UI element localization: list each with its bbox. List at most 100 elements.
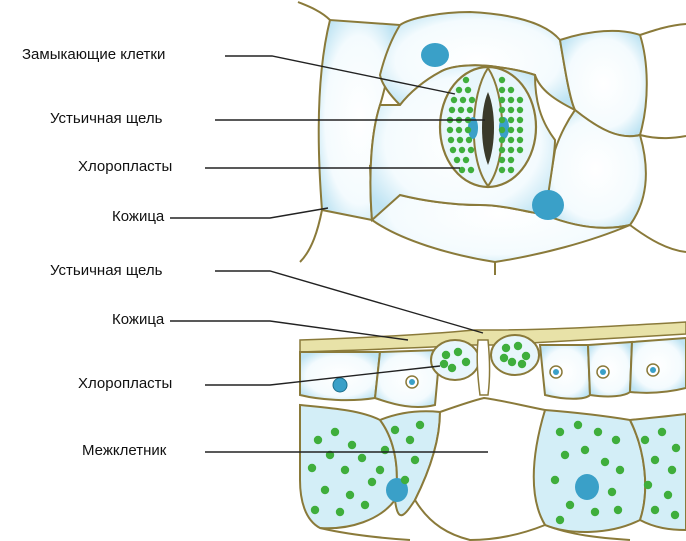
chloroplast <box>340 465 350 475</box>
chloroplast <box>600 457 610 467</box>
chloroplast <box>498 156 506 164</box>
chloroplast <box>447 136 455 144</box>
label-stomatal-slit-bottom: Устьичная щель <box>50 262 163 279</box>
leader-epidermis-bottom <box>170 320 409 341</box>
chloroplast <box>667 465 677 475</box>
chloroplast <box>593 427 603 437</box>
chloroplast <box>400 475 410 485</box>
chloroplast <box>516 96 524 104</box>
chloroplast <box>464 126 472 134</box>
chloroplast <box>467 146 475 154</box>
chloroplast <box>458 166 466 174</box>
chloroplast <box>607 487 617 497</box>
leader-epidermis-top <box>170 207 329 219</box>
nucleus <box>532 190 564 220</box>
chloroplast <box>517 359 527 369</box>
chloroplast <box>453 156 461 164</box>
chloroplast <box>643 480 653 490</box>
chloroplast <box>498 96 506 104</box>
chloroplast <box>458 146 466 154</box>
chloroplast <box>507 136 515 144</box>
stomatal-slit-top <box>482 92 494 165</box>
chloroplast <box>521 351 531 361</box>
chloroplast <box>573 420 583 430</box>
chloroplast <box>565 500 575 510</box>
chloroplast <box>335 507 345 517</box>
chloroplast <box>498 76 506 84</box>
chloroplast <box>360 500 370 510</box>
chloroplast <box>467 166 475 174</box>
chloroplast <box>325 450 335 460</box>
leader-chloroplasts-bottom <box>205 365 441 386</box>
intercellular-space <box>413 396 547 541</box>
label-stomatal-slit-top: Устьичная щель <box>50 110 163 127</box>
epidermis-cell-right-top <box>558 29 648 138</box>
chloroplast <box>357 453 367 463</box>
chloroplast <box>405 435 415 445</box>
chloroplast <box>447 363 457 373</box>
chloroplast <box>498 166 506 174</box>
chloroplast <box>516 146 524 154</box>
label-epidermis-bottom: Кожица <box>112 311 165 328</box>
chloroplast <box>516 136 524 144</box>
chloroplast <box>555 427 565 437</box>
chloroplast <box>459 96 467 104</box>
chloroplast <box>516 106 524 114</box>
chloroplast <box>650 505 660 515</box>
chloroplast <box>507 357 517 367</box>
chloroplast <box>580 445 590 455</box>
chloroplast <box>453 347 463 357</box>
chloroplast <box>390 425 400 435</box>
chloroplast <box>367 477 377 487</box>
chloroplast <box>507 126 515 134</box>
chloroplast <box>415 420 425 430</box>
chloroplast <box>498 146 506 154</box>
chloroplast <box>456 136 464 144</box>
chloroplast <box>615 465 625 475</box>
chloroplast <box>657 427 667 437</box>
chloroplast <box>611 435 621 445</box>
chloroplast <box>313 435 323 445</box>
chloroplast <box>464 86 472 94</box>
chloroplast <box>441 350 451 360</box>
chloroplast <box>498 116 506 124</box>
chloroplast <box>507 96 515 104</box>
chloroplast <box>663 490 673 500</box>
chloroplast <box>501 343 511 353</box>
chloroplast <box>507 106 515 114</box>
chloroplast <box>449 146 457 154</box>
chloroplast <box>650 455 660 465</box>
chloroplast <box>498 106 506 114</box>
chloroplast <box>498 126 506 134</box>
label-epidermis-top: Кожица <box>112 208 165 225</box>
chloroplast <box>590 507 600 517</box>
chloroplast <box>330 427 340 437</box>
label-chloroplasts-bottom: Хлоропласты <box>78 375 173 392</box>
chloroplast <box>410 455 420 465</box>
chloroplast <box>465 136 473 144</box>
stomatal-slit-bottom <box>476 339 491 396</box>
chloroplast <box>670 510 680 520</box>
chloroplast <box>448 106 456 114</box>
chloroplast <box>375 465 385 475</box>
chloroplast <box>560 450 570 460</box>
chloroplast <box>450 96 458 104</box>
chloroplast <box>507 156 515 164</box>
chloroplast <box>462 76 470 84</box>
leader-stomatal-slit-bottom <box>215 270 484 334</box>
chloroplast <box>468 96 476 104</box>
leader-lines <box>170 55 488 453</box>
chloroplast <box>671 443 681 453</box>
chloroplast <box>507 146 515 154</box>
leader-guard-cells <box>225 55 456 95</box>
chloroplast <box>462 156 470 164</box>
chloroplast <box>380 445 390 455</box>
chloroplast <box>466 106 474 114</box>
chloroplast <box>498 136 506 144</box>
chloroplast <box>613 505 623 515</box>
chloroplast <box>307 463 317 473</box>
chloroplast <box>499 353 509 363</box>
chloroplast <box>507 166 515 174</box>
